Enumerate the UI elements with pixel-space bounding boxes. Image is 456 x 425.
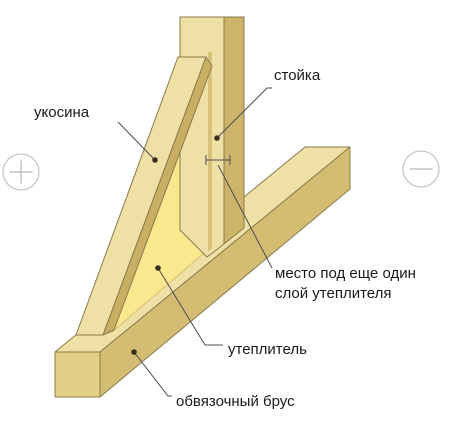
zoom-in-control[interactable] <box>2 153 40 191</box>
brace <box>75 56 213 336</box>
insulation-marker <box>155 265 161 271</box>
plus-icon <box>9 160 33 184</box>
zoom-out-control[interactable] <box>402 150 440 188</box>
brace-marker <box>152 157 158 163</box>
post-leader <box>216 87 272 139</box>
post-marker <box>214 135 220 141</box>
brace-label: укосина <box>34 104 90 121</box>
dimension-mark <box>205 155 231 165</box>
sill-beam-marker <box>131 349 137 355</box>
brace-leader <box>117 121 156 161</box>
extra-layer-label-line1: место под еще один <box>275 265 416 282</box>
sill-beam-end-face <box>54 351 101 398</box>
post <box>179 16 245 258</box>
brace-inner-face <box>102 56 213 336</box>
insulation-label: утеплитель <box>228 341 307 358</box>
extra-layer-label-line2: слой утеплителя <box>275 285 392 302</box>
extra-layer-leader <box>217 164 273 269</box>
post-side-face <box>223 16 245 245</box>
sill-beam-leader <box>133 351 172 397</box>
post-label: стойка <box>274 67 321 84</box>
insulation-leader <box>157 267 223 346</box>
sill-beam-label: обвязочный брус <box>176 393 295 410</box>
leader-lines <box>117 87 273 397</box>
post-notch-shadow <box>208 52 212 252</box>
